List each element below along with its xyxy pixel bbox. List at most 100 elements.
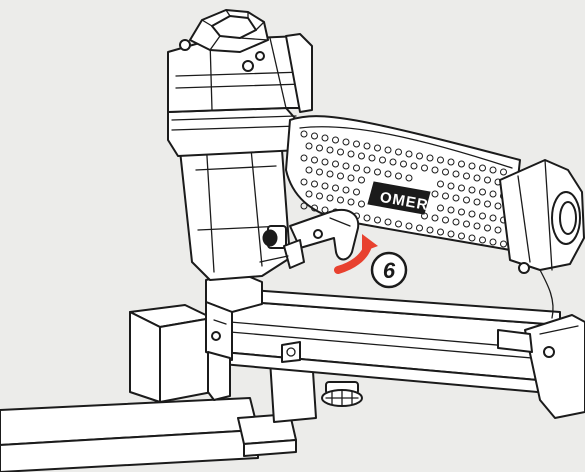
- grip-dot: [395, 172, 402, 180]
- grip-dot: [300, 154, 308, 162]
- grip-dot: [479, 212, 486, 220]
- grip-dot: [305, 166, 313, 174]
- grip-dot: [389, 158, 397, 166]
- grip-dot: [311, 132, 318, 140]
- grip-dot: [353, 140, 360, 148]
- grip-dot: [311, 180, 318, 188]
- grip-dot: [416, 152, 423, 160]
- grip-dot: [332, 160, 339, 168]
- workpiece-board: [0, 304, 259, 472]
- grip-dot: [447, 230, 455, 238]
- grip-dot: [347, 150, 355, 158]
- grip-dot: [447, 182, 455, 190]
- grip-dot: [326, 194, 334, 202]
- grip-dot: [342, 186, 350, 194]
- grip-dot: [489, 238, 497, 246]
- grip-dot: [321, 182, 329, 190]
- grip-dot: [452, 218, 460, 226]
- grip-dot: [426, 226, 434, 234]
- grip-dot: [337, 172, 344, 180]
- grip-dot: [479, 236, 486, 244]
- grip-dot: [426, 154, 434, 162]
- grip-dot: [489, 190, 497, 198]
- grip-dot: [305, 190, 313, 198]
- grip-dot: [316, 168, 323, 176]
- grip-dot: [458, 184, 465, 192]
- grip-dot: [384, 146, 392, 154]
- magazine-rail: [221, 287, 585, 419]
- grip-dot: [421, 164, 428, 172]
- grip-dot: [479, 164, 486, 172]
- grip-dot: [342, 162, 350, 170]
- grip-dot: [452, 194, 460, 202]
- grip-dots: [300, 130, 507, 248]
- grip-dot: [405, 150, 413, 158]
- grip-dot: [321, 158, 329, 166]
- grip-dot: [337, 148, 344, 156]
- grip-dot: [468, 186, 476, 194]
- grip-dot: [463, 220, 470, 228]
- tool-body: [167, 33, 313, 281]
- grip-dot: [468, 210, 476, 218]
- grip-dot: [463, 172, 470, 180]
- grip-dot: [374, 144, 381, 152]
- grip-dot: [321, 134, 329, 142]
- grip-dot: [431, 166, 439, 174]
- grip-dot: [358, 152, 365, 160]
- grip-dot: [342, 138, 350, 146]
- grip-dot: [458, 160, 465, 168]
- grip-dot: [347, 198, 355, 206]
- grip-dot: [489, 166, 497, 174]
- grip-dot: [379, 156, 386, 164]
- grip-dot: [431, 190, 439, 198]
- grip-dot: [326, 146, 334, 154]
- rear-cap: [499, 159, 585, 319]
- grip-dot: [374, 168, 381, 176]
- grip-dot: [405, 222, 413, 230]
- grip-dot: [363, 214, 371, 222]
- grip-dot: [300, 178, 308, 186]
- grip-dot: [363, 142, 371, 150]
- grip-dot: [326, 170, 334, 178]
- grip-dot: [358, 176, 365, 184]
- grip-dot: [316, 144, 323, 152]
- step-badge: 6: [370, 251, 408, 289]
- grip-dot: [463, 196, 470, 204]
- grip-dot: [353, 188, 360, 196]
- grip-dot: [484, 200, 491, 208]
- grip-dot: [494, 202, 502, 210]
- grip-dot: [405, 174, 413, 182]
- grip-dot: [473, 222, 481, 230]
- grip-dot: [363, 166, 371, 174]
- grip-dot: [500, 168, 507, 176]
- grip-dot: [300, 130, 308, 138]
- grip-dot: [494, 226, 502, 234]
- grip-dot: [311, 204, 318, 212]
- grip-dot: [458, 208, 465, 216]
- grip-dot: [384, 218, 392, 226]
- rotation-arrow: [334, 234, 378, 274]
- grip-dot: [442, 168, 449, 176]
- grip-dot: [452, 170, 460, 178]
- grip-dot: [500, 240, 507, 248]
- grip-dot: [332, 136, 339, 144]
- grip-dot: [410, 162, 418, 170]
- grip-dot: [374, 216, 381, 224]
- grip-dot: [316, 192, 323, 200]
- grip-dot: [358, 200, 365, 208]
- step-number: 6: [383, 258, 396, 283]
- grip-dot: [468, 162, 476, 170]
- grip-dot: [347, 174, 355, 182]
- top-cap: [179, 9, 269, 72]
- step-circle: [370, 251, 408, 289]
- grip-dot: [484, 176, 491, 184]
- grip-dot: [473, 174, 481, 182]
- grip-dot: [400, 160, 407, 168]
- grip-dot: [337, 196, 344, 204]
- grip-dot: [473, 198, 481, 206]
- grip-dot: [447, 158, 455, 166]
- grip-dot: [447, 206, 455, 214]
- grip-dot: [305, 142, 313, 150]
- grip-dot: [311, 156, 318, 164]
